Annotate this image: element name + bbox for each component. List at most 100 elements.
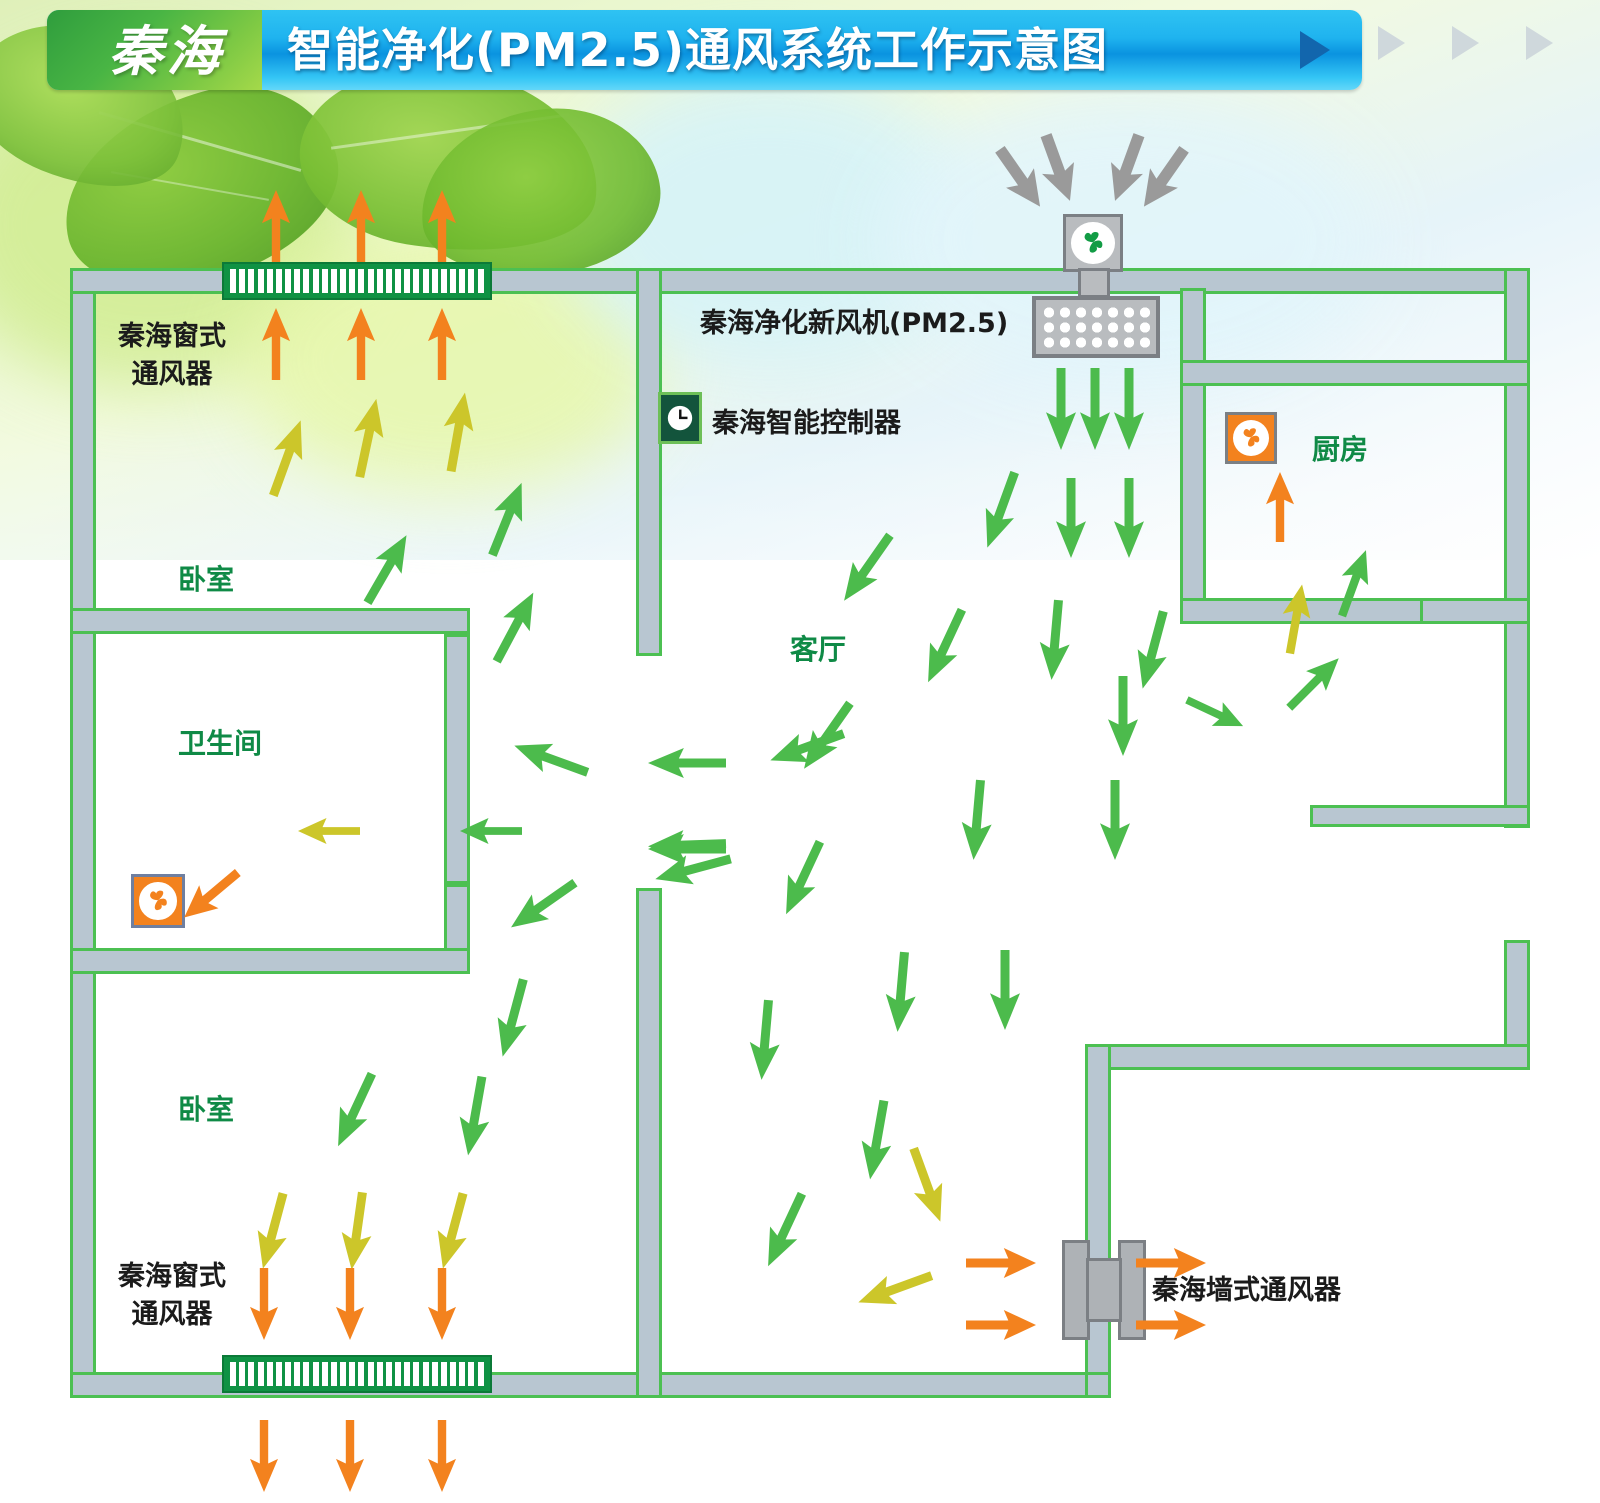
banner-logo-panel [47,10,262,90]
airflow-arrow [262,308,290,380]
airflow-arrow [1108,676,1138,756]
airflow-arrow [175,861,248,929]
airflow-arrow [966,1248,1036,1278]
airflow-arrow [336,1420,364,1492]
airflow-arrow [428,190,456,262]
window-ventilator-icon[interactable] [222,1355,492,1393]
airflow-arrow [648,829,727,862]
window-ventilator-icon[interactable] [222,262,492,300]
airflow-arrow [986,140,1054,217]
room-label-bedroom-bottom: 卧室 [178,1093,235,1126]
fresh-air-unit-grille[interactable] [1032,296,1160,358]
airflow-arrow [1030,129,1086,206]
page-title: 智能净化(PM2.5)通风系统工作示意图 [287,23,1109,77]
fresh-air-unit-label: 秦海净化新风机(PM2.5) [700,308,1009,339]
airflow-arrow [1136,1310,1206,1340]
airflow-arrow [900,1143,955,1227]
fan-icon [1071,222,1115,264]
airflow-arrow [1128,607,1178,692]
wall-kitchen-right-stub [1420,598,1530,624]
bathroom-exhaust-fan-icon[interactable] [131,874,185,928]
airflow-arrow [355,528,420,611]
play-triangle-icon [1452,26,1479,60]
airflow-arrow [883,951,920,1033]
airflow-arrow [1181,688,1248,738]
wall-outer-right [1504,268,1530,828]
play-triangle-icon [1526,26,1553,60]
airflow-arrow [773,835,834,920]
airflow-arrow [1276,582,1316,656]
airflow-arrow [651,844,734,893]
airflow-arrow [502,870,583,939]
wall-bathroom-right-upper [444,634,470,884]
wall-kitchen-top-divider [1180,360,1530,386]
wall-right-lower-stub [1310,805,1530,827]
airflow-arrow [347,190,375,262]
kitchen-exhaust-fan-icon[interactable] [1225,412,1277,464]
airflow-arrow [1037,599,1074,681]
window-ventilator-label-line2: 通风器 [131,359,213,390]
clock-icon [667,405,693,431]
airflow-arrow [648,748,726,778]
wall-bottom-right-seg [1085,1372,1111,1398]
airflow-arrow [1046,368,1076,450]
fan-glyph-icon [1243,428,1260,447]
airflow-arrow [453,1074,496,1158]
brand-logo: 秦海 [108,19,225,83]
airflow-arrow [1100,780,1130,860]
airflow-arrow [428,1420,456,1492]
airflow-arrow [488,975,538,1060]
airflow-arrow [428,1189,477,1272]
airflow-arrow [460,818,522,844]
airflow-arrow [1114,368,1144,450]
airflow-arrow [853,1262,937,1317]
wall-corridor-upper [636,268,662,656]
airflow-arrow [1080,368,1110,450]
airflow-arrow [1279,648,1348,717]
wall-bathroom-bedroom-divider [70,948,470,974]
airflow-arrow [1266,472,1294,542]
airflow-arrow [1329,545,1379,620]
airflow-arrow [248,1189,297,1272]
window-ventilator-label-bottom: 秦海窗式 通风器 [118,1258,226,1334]
wall-ventilator-label: 秦海墙式通风器 [1152,1275,1341,1306]
airflow-arrow [747,999,784,1081]
wall-corridor-lower [636,888,662,1398]
airflow-arrow [336,1268,364,1340]
fan-glyph-icon [1084,231,1103,253]
wall-outer-left [70,268,96,1398]
smart-controller-label: 秦海智能控制器 [712,408,901,439]
airflow-arrow [259,415,315,500]
airflow-arrow [325,1067,386,1152]
fresh-air-unit-neck [1078,268,1110,298]
airflow-arrow [428,1268,456,1340]
airflow-arrow [262,190,290,262]
title-banner: 秦海 智能净化(PM2.5)通风系统工作示意图 [47,10,1362,90]
wall-lower-right-horizontal [1085,1044,1530,1070]
airflow-arrow [959,779,996,861]
airflow-arrow [509,732,593,787]
airflow-arrow [1130,140,1198,217]
airflow-arrow [990,950,1020,1030]
airflow-arrow [436,390,479,474]
airflow-arrow [1056,478,1086,558]
grille-dots [1041,305,1151,349]
fan-glyph-icon [150,890,167,911]
room-label-living-room: 客厅 [790,633,847,666]
wall-vent-core [1086,1258,1122,1322]
airflow-arrow [347,308,375,380]
fresh-air-unit-head[interactable] [1063,214,1123,272]
wall-kitchen-left [1180,288,1206,618]
fan-disc [1233,420,1269,456]
airflow-arrow [250,1268,278,1340]
airflow-arrow [832,527,902,610]
window-ventilator-label-line1: 秦海窗式 [118,321,226,352]
smart-controller-icon[interactable] [658,392,702,444]
airflow-arrow [428,308,456,380]
room-label-bathroom: 卫生间 [178,727,263,760]
window-ventilator-label-line2: 通风器 [131,1299,213,1330]
play-triangle-icon[interactable] [1300,31,1330,69]
wall-ventilator-icon[interactable] [1060,1236,1150,1346]
wall-bedroom-bathroom-divider [70,608,470,634]
airflow-arrow [973,467,1029,552]
